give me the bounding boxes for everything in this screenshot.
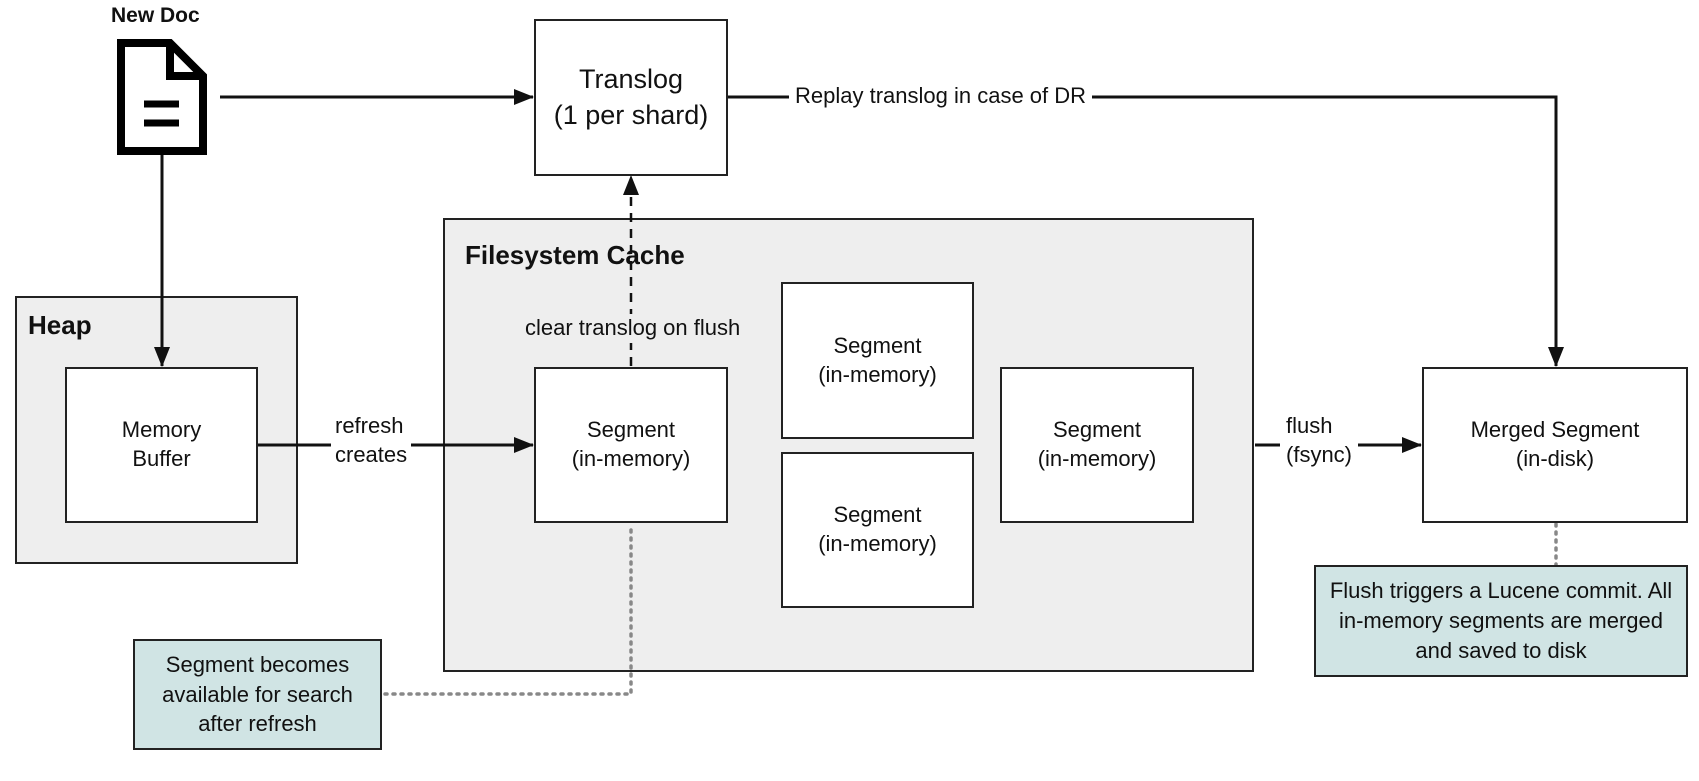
memory-buffer-box: Memory Buffer (65, 367, 258, 523)
translog-subtitle: (1 per shard) (553, 99, 709, 130)
segment-label: Segment (833, 332, 922, 358)
segment-state: (in-memory) (818, 531, 937, 556)
lucene-commit-note: Flush triggers a Lucene commit. All in-m… (1314, 565, 1688, 677)
segment-state: (in-memory) (818, 361, 937, 387)
dotted-link-search-note (382, 528, 633, 696)
segment-state: (in-memory) (571, 446, 691, 471)
translog-title: Translog (578, 64, 684, 95)
new-doc-label: New Doc (111, 4, 200, 27)
creates-label: creates (335, 441, 408, 467)
merged-segment-box: Merged Segment (in-disk) (1422, 367, 1688, 523)
segment-box-refresh: Segment (in-memory) (534, 367, 728, 523)
translog-box: Translog (1 per shard) (534, 19, 728, 176)
memory-buffer-line1: Memory (121, 417, 202, 443)
segment-label: Segment (833, 502, 922, 528)
flush-fsync-label: flush (fsync) (1280, 412, 1358, 470)
search-availability-note: Segment becomes available for search aft… (133, 639, 382, 750)
memory-buffer-line2: Buffer (132, 446, 191, 471)
refresh-label: refresh (335, 413, 404, 438)
clear-translog-label: clear translog on flush (521, 314, 745, 343)
segment-label: Segment (586, 417, 676, 443)
merged-segment-title: Merged Segment (1470, 417, 1640, 443)
segment-state: (in-memory) (1037, 446, 1157, 471)
replay-label: Replay translog in case of DR (789, 82, 1093, 111)
document-icon (117, 39, 207, 155)
segment-label: Segment (1052, 417, 1142, 443)
filesystem-cache-title: Filesystem Cache (465, 240, 685, 270)
heap-title: Heap (28, 310, 92, 340)
refresh-creates-label: refresh creates (331, 412, 412, 470)
merged-segment-state: (in-disk) (1515, 446, 1595, 471)
segment-box-right: Segment (in-memory) (1000, 367, 1194, 523)
flush-label: flush (1286, 413, 1333, 438)
segment-box-top: Segment (in-memory) (781, 282, 974, 439)
segment-box-bottom: Segment (in-memory) (781, 452, 974, 608)
fsync-label: (fsync) (1286, 441, 1352, 467)
